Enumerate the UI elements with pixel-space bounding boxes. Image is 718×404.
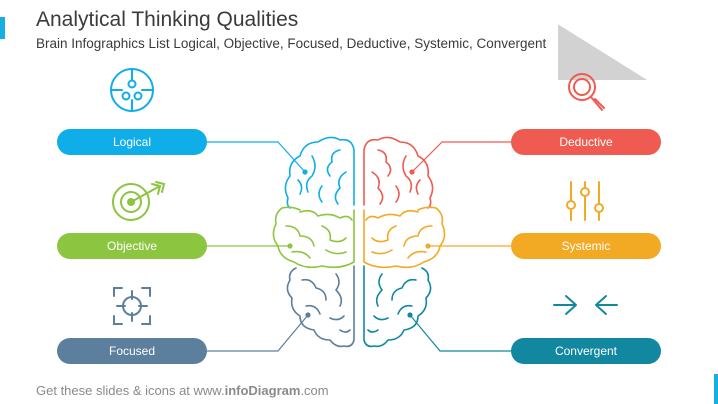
brain-left-hemisphere [272, 136, 355, 348]
pill-systemic: Systemic [511, 233, 661, 259]
pill-deductive: Deductive [511, 129, 661, 155]
pill-logical-label: Logical [112, 135, 152, 149]
brain-lobe-focused [286, 265, 355, 348]
target-icon [112, 181, 166, 221]
footer-prefix: Get these slides & icons at www. [36, 383, 225, 398]
brain-lobe-deductive [363, 136, 434, 209]
connector-deductive [411, 141, 511, 173]
connector-logical [207, 141, 306, 173]
brain-lobe-convergent [363, 265, 432, 348]
footer-brand: infoDiagram [224, 383, 301, 398]
connector-convergent [409, 314, 511, 352]
page-subtitle: Brain Infographics List Logical, Objecti… [36, 36, 547, 51]
puzzle-icon [110, 68, 154, 112]
pill-focused: Focused [57, 338, 207, 364]
connector-focused [207, 314, 309, 352]
magnifier-icon [568, 73, 605, 111]
pill-focused-label: Focused [108, 344, 156, 358]
left-accent-bar [0, 17, 5, 39]
pill-systemic-label: Systemic [561, 239, 611, 253]
pill-convergent: Convergent [511, 338, 661, 364]
converge-arrows-icon [553, 295, 618, 315]
crosshair-icon [113, 287, 151, 325]
pill-objective: Objective [57, 233, 207, 259]
pill-convergent-label: Convergent [554, 344, 618, 358]
brain-lobe-logical [284, 136, 355, 209]
brain-lobe-systemic [363, 206, 446, 269]
brain-right-hemisphere [363, 136, 446, 348]
sliders-icon [566, 181, 604, 221]
footer-credit: Get these slides & icons at www.infoDiag… [36, 383, 329, 398]
right-accent-bar [714, 374, 718, 404]
page-title: Analytical Thinking Qualities [36, 8, 299, 31]
pill-deductive-label: Deductive [559, 135, 613, 149]
pill-logical: Logical [57, 129, 207, 155]
brain-lobe-objective [272, 206, 355, 269]
footer-suffix: .com [300, 383, 329, 398]
pill-objective-label: Objective [106, 239, 158, 253]
